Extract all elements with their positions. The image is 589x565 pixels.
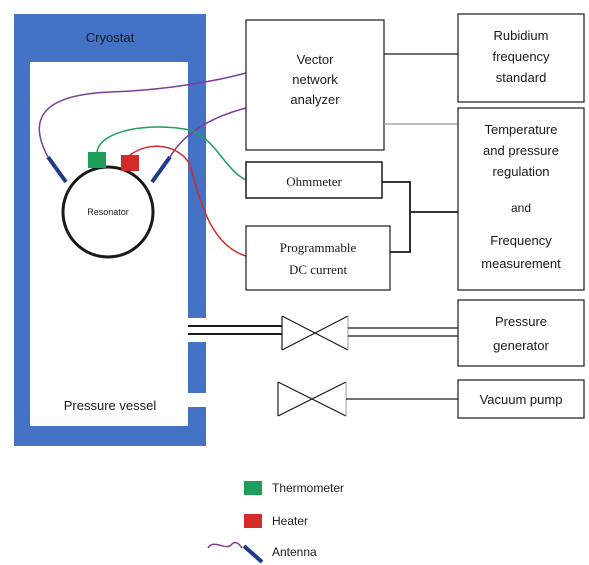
- vacuum-valve: [277, 381, 347, 417]
- regulation-label-line1: Temperature: [485, 122, 558, 137]
- regulation-label-line2: and pressure: [483, 143, 559, 158]
- resonator-circle: [61, 165, 155, 259]
- rubidium-label-line3: standard: [496, 70, 547, 85]
- rubidium-label-line1: Rubidium: [494, 28, 549, 43]
- legend-heater-swatch: [244, 514, 262, 528]
- vacuum-pump-box: [457, 379, 585, 419]
- pressure-vessel-label: Pressure vessel: [64, 398, 157, 413]
- pressure-line: [188, 315, 458, 351]
- regulation-label-line4: and: [511, 201, 531, 215]
- regulation-label-line5: Frequency: [490, 233, 552, 248]
- regulation-box: [457, 107, 585, 291]
- legend-antenna-label: Antenna: [272, 545, 317, 559]
- programmable-dc-current: Programmable DC current: [245, 225, 391, 291]
- resonator-label: Resonator: [87, 207, 129, 217]
- vna-box: [245, 19, 385, 151]
- rubidium-frequency-standard: Rubidium frequency standard: [457, 13, 585, 103]
- regulation-label-line6: measurement: [481, 256, 561, 271]
- regulation-label-line3: regulation: [492, 164, 549, 179]
- vacuum-pump: Vacuum pump: [457, 379, 585, 419]
- legend-antenna-icon: [242, 544, 264, 564]
- legend: Thermometer Heater Antenna: [207, 481, 344, 564]
- dc-label-line1: Programmable: [280, 240, 357, 255]
- dc-current-box: [245, 225, 391, 291]
- vna-label-line3: analyzer: [290, 92, 340, 107]
- antenna-right: [150, 155, 172, 184]
- cryostat-label: Cryostat: [86, 30, 135, 45]
- antenna-cable-right: [169, 107, 247, 158]
- legend-thermometer-label: Thermometer: [272, 481, 344, 495]
- dc-label-line2: DC current: [289, 262, 348, 277]
- vna-label-line1: Vector: [297, 52, 335, 67]
- control-bus: [382, 181, 458, 253]
- rubidium-label-line2: frequency: [492, 49, 550, 64]
- pressure-valve-stroke-b: [281, 315, 349, 351]
- antenna-left: [46, 155, 68, 184]
- resonator: Resonator: [46, 152, 172, 259]
- wall-port-pressure: [188, 318, 206, 342]
- vector-network-analyzer: Vector network analyzer: [245, 19, 385, 151]
- bus-bracket: [382, 181, 411, 253]
- ohmmeter-label: Ohmmeter: [286, 174, 342, 189]
- pressure-generator-box: [457, 299, 585, 367]
- pressure-generator: Pressure generator: [457, 299, 585, 367]
- legend-thermometer-swatch: [244, 481, 262, 495]
- pressure-gen-label-line1: Pressure: [495, 314, 547, 329]
- rubidium-box: [457, 13, 585, 103]
- thermometer-sensor: [88, 152, 106, 168]
- pressure-valve: [281, 315, 349, 351]
- legend-antenna-cable: [207, 541, 243, 549]
- regulation-measurement: Temperature and pressure regulation and …: [457, 107, 585, 291]
- vacuum-line: [277, 381, 458, 417]
- wall-port-vacuum: [188, 393, 206, 407]
- vacuum-pump-label: Vacuum pump: [480, 392, 563, 407]
- vna-label-line2: network: [292, 72, 338, 87]
- heater-cable: [129, 145, 247, 257]
- pressure-gen-label-line2: generator: [493, 338, 549, 353]
- ohmmeter-box: [245, 161, 383, 199]
- vacuum-valve-stroke-b: [277, 381, 347, 417]
- antenna-cable-left: [38, 72, 247, 158]
- ohmmeter: Ohmmeter: [245, 161, 383, 199]
- heater-element: [121, 155, 139, 171]
- legend-heater-label: Heater: [272, 514, 308, 528]
- thermometer-cable: [96, 126, 247, 181]
